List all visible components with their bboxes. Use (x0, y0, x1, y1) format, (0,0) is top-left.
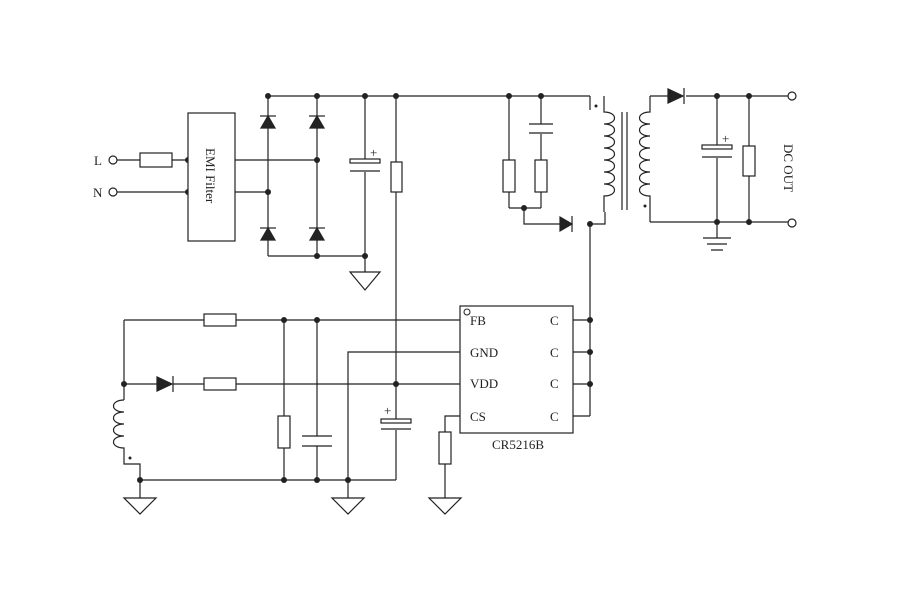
fuse-resistor (139, 152, 173, 168)
startup-resistor (390, 96, 403, 384)
pin1-marker (463, 308, 471, 316)
polarity-plus: + (722, 131, 729, 146)
snubber-network (502, 93, 606, 233)
auxiliary-winding (112, 399, 141, 480)
emi-filter-block: EMI Filter (187, 112, 320, 242)
polarity-plus: + (384, 403, 391, 418)
diode-icon (559, 215, 574, 233)
junction-dot (314, 253, 320, 259)
bridge-rectifier (259, 93, 590, 259)
controller-ic: FB GND VDD CS C C C C CR5216B (459, 224, 593, 452)
filter-output-wires (235, 159, 317, 193)
pin-vdd-label: VDD (470, 376, 498, 391)
ground-icon (703, 222, 731, 251)
junction-dot (314, 93, 320, 99)
diode-icon (308, 226, 326, 241)
pin-c2-label: C (550, 345, 559, 360)
emi-filter-label: EMI Filter (203, 148, 218, 204)
pin-cs-label: CS (470, 409, 486, 424)
junction-dot (362, 253, 368, 259)
ic-body (459, 305, 574, 434)
line-terminal-label: L (94, 153, 102, 168)
dc-out-label: DC OUT (781, 144, 796, 192)
line-terminal (108, 155, 118, 165)
diode-icon (259, 226, 277, 241)
ground-icon (427, 497, 463, 515)
bridge-wires (267, 95, 590, 257)
neutral-terminal-label: N (93, 185, 103, 200)
pin-fb-label: FB (470, 313, 486, 328)
diode-icon (308, 114, 326, 129)
ground-icon (348, 271, 382, 291)
output-section: + DC OUT (650, 88, 797, 251)
diode-icon (259, 114, 277, 129)
transformer (594, 96, 651, 222)
diode-icon (156, 376, 174, 392)
output-terminal-positive (787, 91, 797, 101)
polarity-plus: + (370, 145, 377, 160)
auxiliary-network: + (112, 313, 463, 515)
pin-gnd-label: GND (470, 345, 498, 360)
ground-icon (122, 480, 158, 515)
chip-name-label: CR5216B (492, 437, 544, 452)
bulk-capacitor: + (348, 96, 382, 291)
pin-c3-label: C (550, 376, 559, 391)
ground-icon (330, 480, 366, 515)
emi-filter-box (187, 112, 236, 242)
pin-c1-label: C (550, 313, 559, 328)
pin-c4-label: C (550, 409, 559, 424)
diode-icon (667, 88, 685, 104)
neutral-terminal (108, 187, 118, 197)
output-terminal-negative (787, 218, 797, 228)
ac-input: L N (93, 152, 191, 200)
junction-dot (265, 93, 271, 99)
